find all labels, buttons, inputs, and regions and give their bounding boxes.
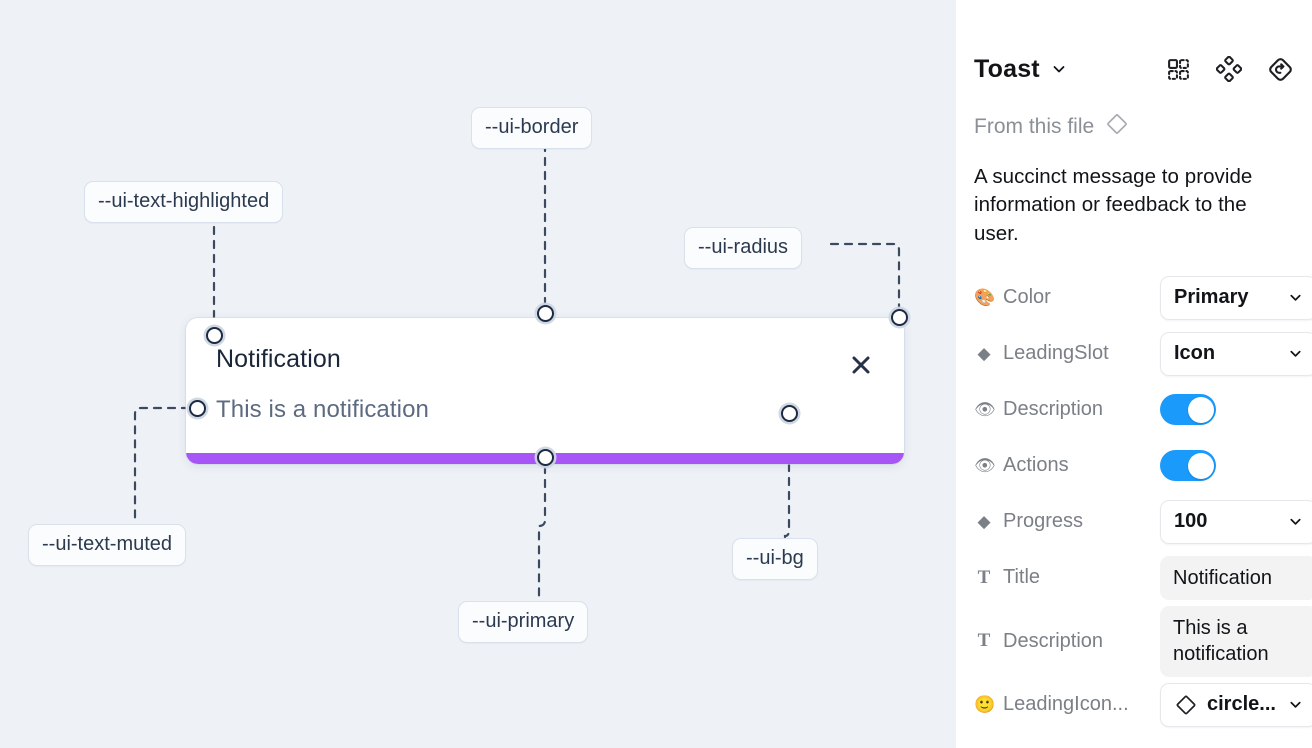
chevron-down-icon	[1288, 697, 1303, 712]
toggle-knob	[1187, 396, 1214, 423]
property-label-actions-toggle: 👁 Actions	[974, 454, 1069, 477]
property-control-color: Primary	[1160, 275, 1312, 320]
title-input[interactable]: Notification	[1160, 555, 1312, 601]
anchor-handle-ui-primary[interactable]	[537, 449, 554, 466]
diamond-outline-icon	[1105, 112, 1129, 141]
chevron-down-icon[interactable]	[1051, 61, 1067, 77]
panel-header-actions	[1166, 56, 1294, 83]
diamond-outline-icon	[1174, 693, 1198, 717]
toast-description: This is a notification	[216, 396, 429, 423]
toast-title: Notification	[216, 345, 341, 373]
description-toggle[interactable]	[1160, 394, 1216, 426]
from-this-file-row[interactable]: From this file	[974, 112, 1294, 141]
variants-diamond-cluster-icon[interactable]	[1216, 56, 1242, 82]
property-control-actions-toggle	[1160, 450, 1312, 482]
property-control-progress: 100	[1160, 499, 1312, 544]
close-x-icon[interactable]	[848, 352, 874, 378]
actions-toggle[interactable]	[1160, 450, 1216, 482]
property-control-description-toggle	[1160, 394, 1312, 426]
token-chip-ui-text-muted[interactable]: --ui-text-muted	[28, 524, 187, 566]
description-input[interactable]: This is a notification	[1160, 605, 1312, 677]
from-this-file-label: From this file	[974, 114, 1095, 138]
text-t-icon: T	[977, 566, 991, 588]
chevron-down-icon	[1288, 290, 1303, 305]
property-label-title: T Title	[974, 566, 1160, 589]
property-label-description-text: T Description	[974, 630, 1160, 653]
property-list: 🎨 Color Primary ◆ LeadingSlot	[974, 270, 1312, 733]
token-chip-label: --ui-text-muted	[42, 533, 173, 555]
property-row-actions-toggle: 👁 Actions	[974, 438, 1294, 494]
leadingslot-select[interactable]: Icon	[1160, 331, 1312, 376]
reset-diamond-icon[interactable]	[1267, 56, 1294, 83]
toast-preview-card[interactable]: Notification This is a notification	[186, 318, 904, 464]
token-chip-label: --ui-border	[485, 116, 579, 138]
progress-select[interactable]: 100	[1160, 499, 1312, 544]
property-control-leadingicon: circle...	[1160, 682, 1312, 727]
token-chip-label: --ui-primary	[472, 610, 575, 632]
token-chip-label: --ui-text-highlighted	[98, 190, 270, 212]
property-label-progress: ◆ Progress	[974, 510, 1160, 533]
anchor-handle-ui-bg[interactable]	[781, 405, 798, 422]
component-grid-icon[interactable]	[1166, 57, 1191, 82]
property-row-description-text: T Description This is a notification	[974, 605, 1312, 677]
leadingicon-select-value: circle...	[1207, 693, 1276, 716]
property-label-color: 🎨 Color	[974, 286, 1051, 309]
property-row-title: T Title Notification	[974, 550, 1312, 606]
property-control-title: Notification	[1160, 555, 1312, 601]
leadingslot-select-value: Icon	[1174, 342, 1216, 365]
text-t-icon: T	[977, 630, 991, 652]
token-chip-ui-border[interactable]: --ui-border	[471, 107, 593, 149]
property-label-description-toggle: 👁 Description	[974, 398, 1104, 421]
component-description: A succinct message to provide informatio…	[974, 165, 1253, 245]
anchor-handle-ui-text-highlighted[interactable]	[206, 327, 223, 344]
color-select[interactable]: Primary	[1160, 275, 1312, 320]
description-input-value: This is a notification	[1173, 616, 1269, 666]
diamond-emoji-icon: ◆	[977, 344, 991, 364]
token-chip-ui-bg[interactable]: --ui-bg	[732, 538, 818, 580]
panel-header: Toast	[974, 52, 1294, 86]
property-label-leadingslot: ◆ LeadingSlot	[974, 342, 1160, 365]
leadingicon-select[interactable]: circle...	[1160, 682, 1312, 727]
chevron-down-icon	[1288, 514, 1303, 529]
property-control-leadingslot: Icon	[1160, 331, 1312, 376]
design-canvas[interactable]: --ui-text-highlighted --ui-border --ui-r…	[0, 0, 956, 748]
token-chip-ui-primary[interactable]: --ui-primary	[458, 601, 589, 643]
property-row-leadingicon: 🙂 LeadingIcon... circle...	[974, 677, 1312, 733]
title-input-value: Notification	[1173, 566, 1272, 589]
token-chip-ui-text-highlighted[interactable]: --ui-text-highlighted	[84, 181, 284, 223]
panel-title: Toast	[974, 54, 1040, 83]
progress-select-value: 100	[1174, 510, 1208, 533]
properties-panel: Toast	[956, 0, 1312, 748]
property-row-description-toggle: 👁 Description	[974, 382, 1294, 438]
property-row-leadingslot: ◆ LeadingSlot Icon	[974, 326, 1312, 382]
anchor-handle-ui-radius[interactable]	[891, 309, 908, 326]
toggle-knob	[1187, 452, 1214, 479]
chevron-down-icon	[1288, 346, 1303, 361]
property-control-description-text: This is a notification	[1160, 605, 1312, 677]
property-row-color: 🎨 Color Primary	[974, 270, 1312, 326]
token-chip-ui-radius[interactable]: --ui-radius	[684, 227, 803, 269]
anchor-handle-ui-text-muted[interactable]	[189, 400, 206, 417]
property-row-progress: ◆ Progress 100	[974, 494, 1312, 550]
token-chip-label: --ui-radius	[698, 236, 789, 258]
palette-emoji-icon: 🎨	[974, 288, 996, 308]
eye-emoji-icon: 👁	[974, 400, 996, 420]
diamond-emoji-icon: ◆	[977, 512, 991, 532]
anchor-handle-ui-border[interactable]	[537, 305, 554, 322]
eye-emoji-icon: 👁	[974, 456, 996, 476]
token-chip-label: --ui-bg	[746, 547, 804, 569]
color-select-value: Primary	[1174, 286, 1249, 309]
smiley-emoji-icon: 🙂	[974, 695, 996, 715]
property-label-leadingicon: 🙂 LeadingIcon...	[974, 693, 1129, 716]
